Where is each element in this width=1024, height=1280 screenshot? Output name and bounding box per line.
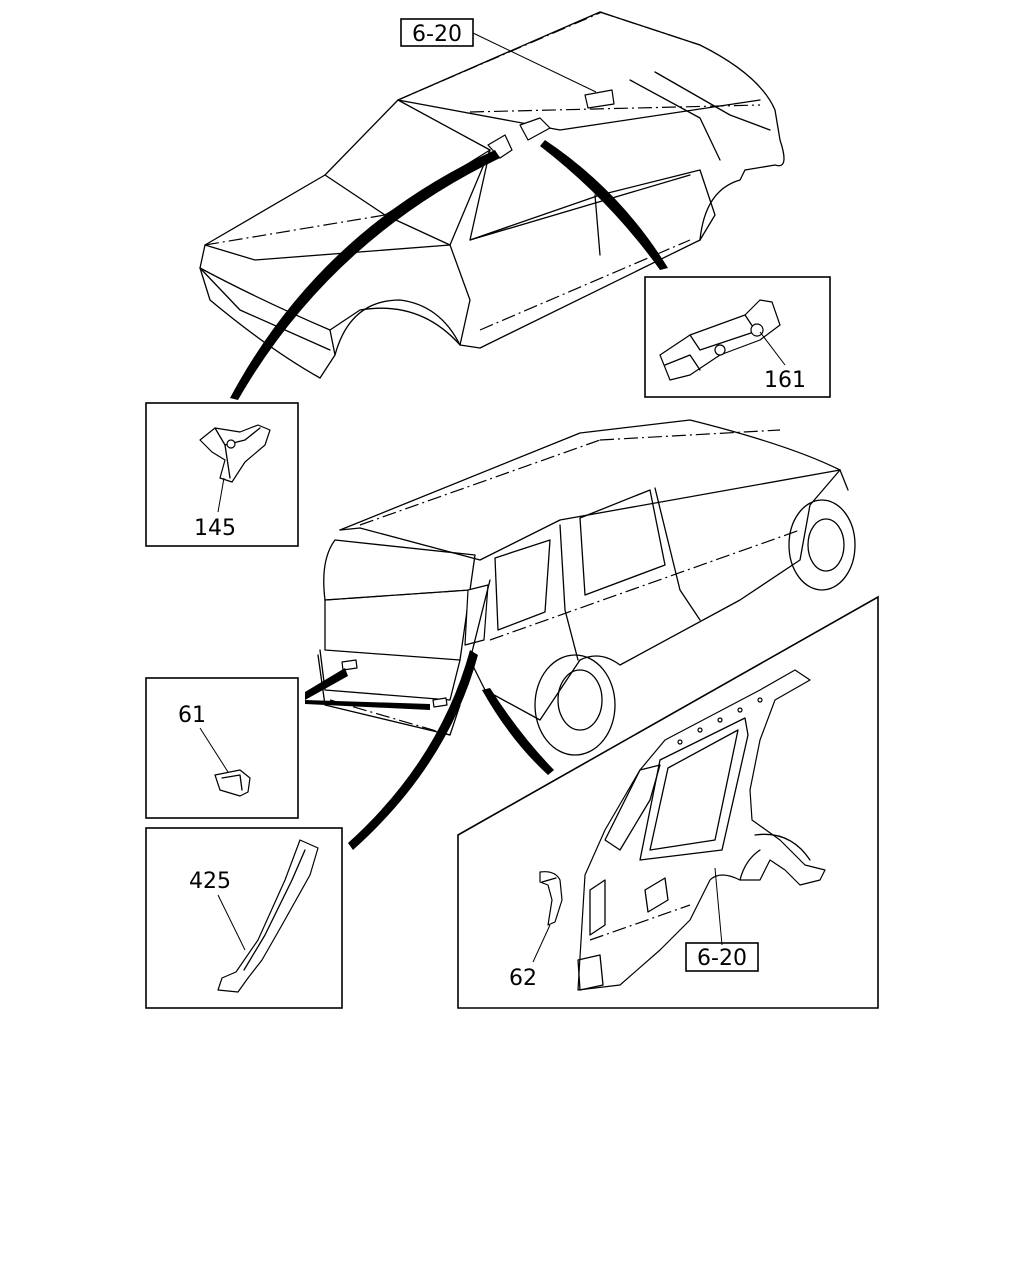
rear-wheel [534, 654, 616, 756]
part-number-62: 62 [509, 966, 537, 991]
clip-61-drawing [214, 769, 251, 797]
front-wheel [788, 499, 856, 591]
leader-to-161 [540, 140, 668, 270]
quarter-panel-box: 6-20 62 [457, 595, 879, 1009]
leader-to-quarter [482, 688, 554, 775]
part-number-61: 61 [178, 703, 206, 728]
pillar-425-drawing [217, 839, 319, 993]
bracket-145-drawing [199, 424, 271, 483]
part-box-425: 425 [145, 827, 343, 1009]
reference-box-top: 6-20 [400, 18, 597, 93]
part-box-61: 61 [145, 677, 299, 819]
bracket-62-drawing [539, 871, 563, 926]
part-number-425: 425 [189, 869, 231, 894]
part-box-145: 145 [145, 402, 299, 547]
leader-to-425 [348, 650, 478, 850]
quarter-panel-drawing [577, 669, 826, 991]
leader-to-145 [230, 150, 500, 400]
leader-to-61 [305, 668, 348, 700]
reference-label-top: 6-20 [412, 22, 462, 47]
roof-bracket-marker [487, 89, 615, 159]
top-vehicle-body [199, 11, 785, 379]
part-number-161: 161 [764, 368, 806, 393]
part-box-161: 161 [644, 276, 831, 398]
part-number-145: 145 [194, 516, 236, 541]
reference-label-quarter: 6-20 [697, 946, 747, 971]
middle-vehicle-body [317, 419, 856, 756]
leader-to-61b [305, 700, 430, 710]
bracket-161-drawing [659, 299, 781, 381]
